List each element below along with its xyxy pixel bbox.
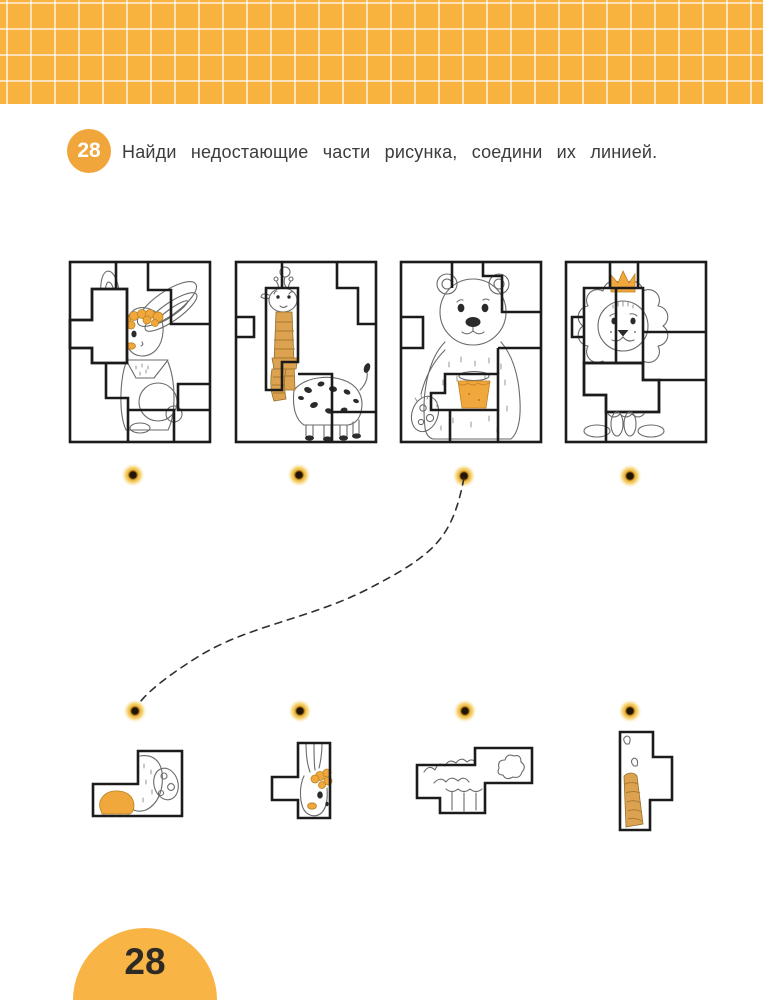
connector-dot-top-1[interactable]: [121, 463, 145, 487]
puzzle-lion-image: [564, 260, 708, 444]
connector-dot-bottom-4[interactable]: [618, 699, 642, 723]
page-number: 28: [124, 941, 166, 982]
puzzle-rabbit-image: [68, 260, 212, 444]
page-number-circle: 28: [73, 928, 217, 1000]
task-instruction: Найди недостающие части рисунка, соедини…: [122, 142, 658, 162]
connector-dot-bottom-1[interactable]: [123, 699, 147, 723]
piece-outline-giraffe-neck: [264, 286, 300, 392]
connector-dot-bottom-2[interactable]: [288, 699, 312, 723]
header-grid-band: [0, 0, 763, 104]
connector-dot-bottom-3[interactable]: [453, 699, 477, 723]
connector-dot-top-3[interactable]: [452, 464, 476, 488]
puzzle-bear-image: [399, 260, 543, 444]
piece-outline-bear-honey: [429, 372, 500, 412]
connector-dot-top-4[interactable]: [618, 464, 642, 488]
task-number: 28: [77, 139, 101, 162]
piece-rabbit-face-image: [270, 741, 333, 820]
missing-piece-slot-lion: [582, 361, 661, 414]
connection-line: [135, 477, 465, 709]
piece-lion-paws-image: [415, 746, 534, 815]
piece-giraffe-neck-image: [618, 730, 674, 832]
task-number-badge: 28: [67, 129, 111, 173]
missing-piece-slot-rabbit: [68, 287, 129, 365]
connector-dot-top-2[interactable]: [287, 463, 311, 487]
piece-bear-paw-image: [91, 749, 184, 818]
puzzle-giraffe-image: [234, 260, 378, 444]
